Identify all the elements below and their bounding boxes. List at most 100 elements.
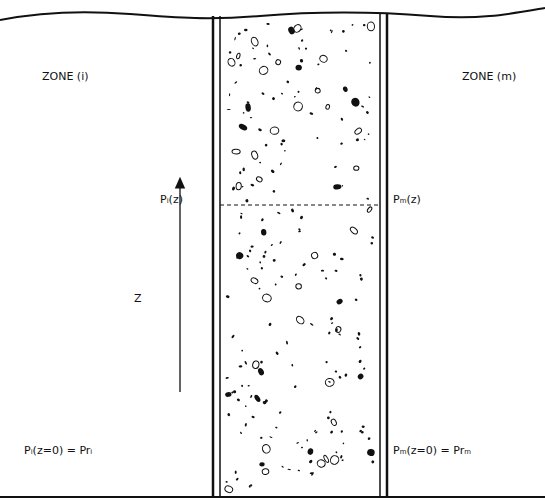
- gravel-grain: [252, 360, 260, 369]
- gravel-grain: [325, 378, 335, 388]
- gravel-grain: [371, 460, 375, 464]
- gravel-grain: [325, 104, 330, 110]
- gravel-grain: [330, 418, 337, 426]
- gravel-grain: [238, 123, 248, 132]
- gravel-grain: [245, 103, 252, 112]
- gravel-grain: [280, 162, 283, 165]
- gravel-grain: [367, 133, 369, 135]
- gravel-grain: [287, 26, 296, 36]
- bottom-boundary: [0, 496, 545, 498]
- gravel-grain: [250, 117, 253, 119]
- gravel-grain: [235, 470, 237, 474]
- gravel-grain: [274, 283, 277, 286]
- gravel-grain: [328, 381, 331, 383]
- gravel-grain: [251, 150, 259, 160]
- gravel-grain: [335, 451, 338, 454]
- gravel-grain: [296, 284, 302, 289]
- gravel-grain: [269, 436, 272, 438]
- gravel-grain: [253, 58, 256, 60]
- gravel-grain: [270, 169, 275, 174]
- gravel-grain: [287, 469, 291, 471]
- gravel-grain: [358, 359, 362, 363]
- left-wall: [212, 16, 215, 497]
- gravel-grain: [296, 65, 302, 71]
- gravel-grain: [342, 86, 348, 93]
- gravel-grain: [261, 92, 265, 96]
- gravel-grain: [302, 263, 306, 267]
- gravel-grain: [341, 459, 344, 461]
- gravel-grain: [240, 215, 242, 219]
- gravel-grain: [275, 351, 279, 355]
- gravel-grain: [340, 142, 343, 145]
- gravel-grain: [363, 24, 366, 26]
- gravel-grain: [280, 142, 283, 145]
- gravel-grain: [238, 365, 242, 368]
- gravel-grain: [291, 364, 293, 366]
- gravel-grain: [314, 429, 317, 432]
- left-wall-inner: [219, 16, 221, 497]
- gravel-grain: [238, 232, 241, 235]
- gravel-grain: [281, 465, 284, 468]
- gravel-grain: [298, 47, 300, 50]
- gravel-grain: [241, 384, 244, 387]
- gravel-grain: [277, 211, 281, 214]
- gravel-grain: [351, 24, 354, 27]
- gravel-grain: [233, 390, 237, 394]
- zone-label: ZONE (i): [42, 70, 89, 83]
- gravel-grain: [329, 410, 332, 413]
- gravel-grain: [264, 250, 267, 254]
- gravel-grain: [366, 197, 369, 200]
- gravel-grain: [228, 51, 231, 54]
- gravel-grain: [252, 47, 254, 49]
- gravel-grain: [309, 112, 313, 115]
- gravel-grain: [363, 367, 366, 370]
- gravel-grain: [362, 425, 365, 428]
- gravel-grain: [248, 249, 251, 252]
- gravel-grain: [310, 472, 314, 474]
- gravel-grain: [295, 315, 305, 325]
- gravel-grain: [240, 212, 243, 214]
- gravel-grain: [258, 65, 270, 76]
- gravel-grain: [250, 277, 259, 285]
- gravel-grain: [253, 394, 261, 403]
- gravel-grain: [358, 346, 361, 349]
- gravel-grain: [235, 477, 239, 481]
- gravel-grain: [350, 96, 361, 108]
- gravel-grain: [365, 111, 369, 115]
- gravel-grain: [259, 288, 261, 290]
- gravel-grain: [245, 199, 249, 203]
- gravel-grain: [273, 259, 276, 262]
- gravel-grain: [240, 431, 243, 434]
- gravel-grain: [247, 385, 250, 387]
- gravel-grain: [297, 469, 300, 471]
- gravel-grain: [259, 462, 264, 466]
- gravel-grain: [340, 455, 343, 459]
- gravel-grain: [290, 208, 294, 213]
- gravel-grain: [260, 267, 263, 270]
- gravel-grain: [256, 176, 263, 183]
- gravel-grain: [354, 127, 363, 135]
- gravel-grain: [336, 298, 344, 306]
- gravel-grain: [250, 245, 253, 247]
- gravel-grain: [345, 50, 348, 52]
- gravel-grain: [279, 241, 282, 245]
- gravel-grain: [306, 439, 308, 442]
- gravel-grain: [275, 59, 281, 65]
- gravel-grain: [241, 350, 243, 352]
- axis-label: Z: [134, 292, 142, 305]
- gravel-grain: [248, 485, 251, 488]
- pressure-label: Pᵢ(z): [160, 193, 183, 206]
- gravel-grain: [360, 277, 363, 281]
- gravel-grain: [286, 80, 290, 83]
- gravel-grain: [262, 255, 266, 259]
- gravel-grain: [338, 333, 341, 336]
- gravel-grain: [355, 138, 359, 142]
- gravel-grain: [340, 430, 343, 433]
- gravel-grain: [251, 415, 255, 418]
- gravel-grain: [227, 57, 237, 67]
- gravel-grain: [224, 485, 234, 494]
- right-wall: [386, 14, 389, 497]
- gravel-grain: [280, 275, 283, 278]
- gravel-grain: [261, 229, 267, 236]
- gravel-grain: [239, 171, 241, 174]
